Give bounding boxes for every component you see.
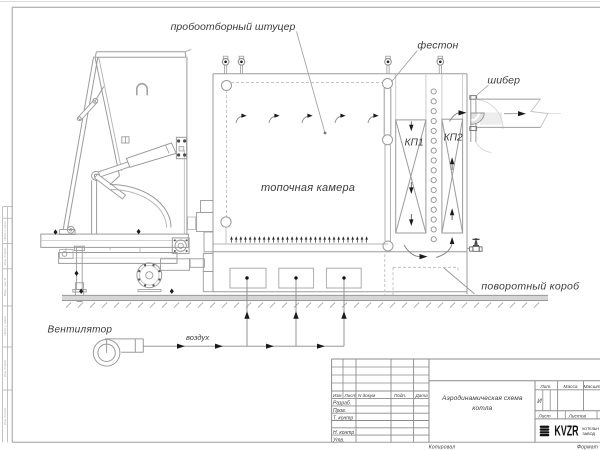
svg-text:Лист: Лист xyxy=(537,413,550,419)
svg-text:воздух: воздух xyxy=(186,333,209,342)
svg-text:Подп. и дата: Подп. и дата xyxy=(3,221,7,241)
svg-text:КП2: КП2 xyxy=(444,133,463,144)
svg-text:И: И xyxy=(537,398,542,405)
svg-text:пробоотборный штуцер: пробоотборный штуцер xyxy=(171,21,296,33)
svg-text:Инв. N дубл.: Инв. N дубл. xyxy=(3,359,7,377)
svg-text:Изм: Изм xyxy=(333,393,342,398)
svg-text:шибер: шибер xyxy=(487,75,520,87)
svg-text:KVZR: KVZR xyxy=(554,423,578,440)
svg-text:Вентилятор: Вентилятор xyxy=(48,325,113,336)
svg-text:Листов: Листов xyxy=(568,413,587,419)
svg-text:Разраб.: Разраб. xyxy=(333,401,351,407)
svg-text:Подп.: Подп. xyxy=(394,393,406,398)
svg-text:Дата: Дата xyxy=(415,393,429,398)
svg-text:Масса: Масса xyxy=(563,384,578,390)
svg-text:топочная камера: топочная камера xyxy=(261,182,355,194)
svg-text:поворотный короб: поворотный короб xyxy=(481,281,580,293)
svg-text:котла: котла xyxy=(472,405,492,412)
svg-text:фестон: фестон xyxy=(417,40,458,52)
svg-text:Формат: Формат xyxy=(577,444,598,450)
svg-text:Взам. инв. N: Взам. инв. N xyxy=(3,277,7,296)
svg-text:Т. контр: Т. контр xyxy=(333,416,353,422)
svg-text:Н. контр: Н. контр xyxy=(333,430,354,436)
svg-text:N докум: N докум xyxy=(358,393,376,398)
svg-text:Аэродинамическая схема: Аэродинамическая схема xyxy=(441,394,523,402)
svg-text:Лит.: Лит. xyxy=(539,384,551,390)
svg-text:Масшт: Масшт xyxy=(583,384,600,390)
svg-text:Инв. N подл.: Инв. N подл. xyxy=(3,407,7,425)
svg-text:КОТЕЛЬН: КОТЕЛЬН xyxy=(582,426,598,431)
svg-text:Утв.: Утв. xyxy=(333,437,344,443)
svg-text:Копировал: Копировал xyxy=(429,444,456,450)
svg-text:ЗАВОД: ЗАВОД xyxy=(582,431,595,436)
svg-text:Лист: Лист xyxy=(344,393,357,398)
svg-text:Подп. и дата: Подп. и дата xyxy=(3,316,7,336)
svg-text:КП1: КП1 xyxy=(405,138,424,149)
svg-text:Инв. N дубл.: Инв. N дубл. xyxy=(3,247,7,265)
svg-text:Пров.: Пров. xyxy=(333,408,346,414)
